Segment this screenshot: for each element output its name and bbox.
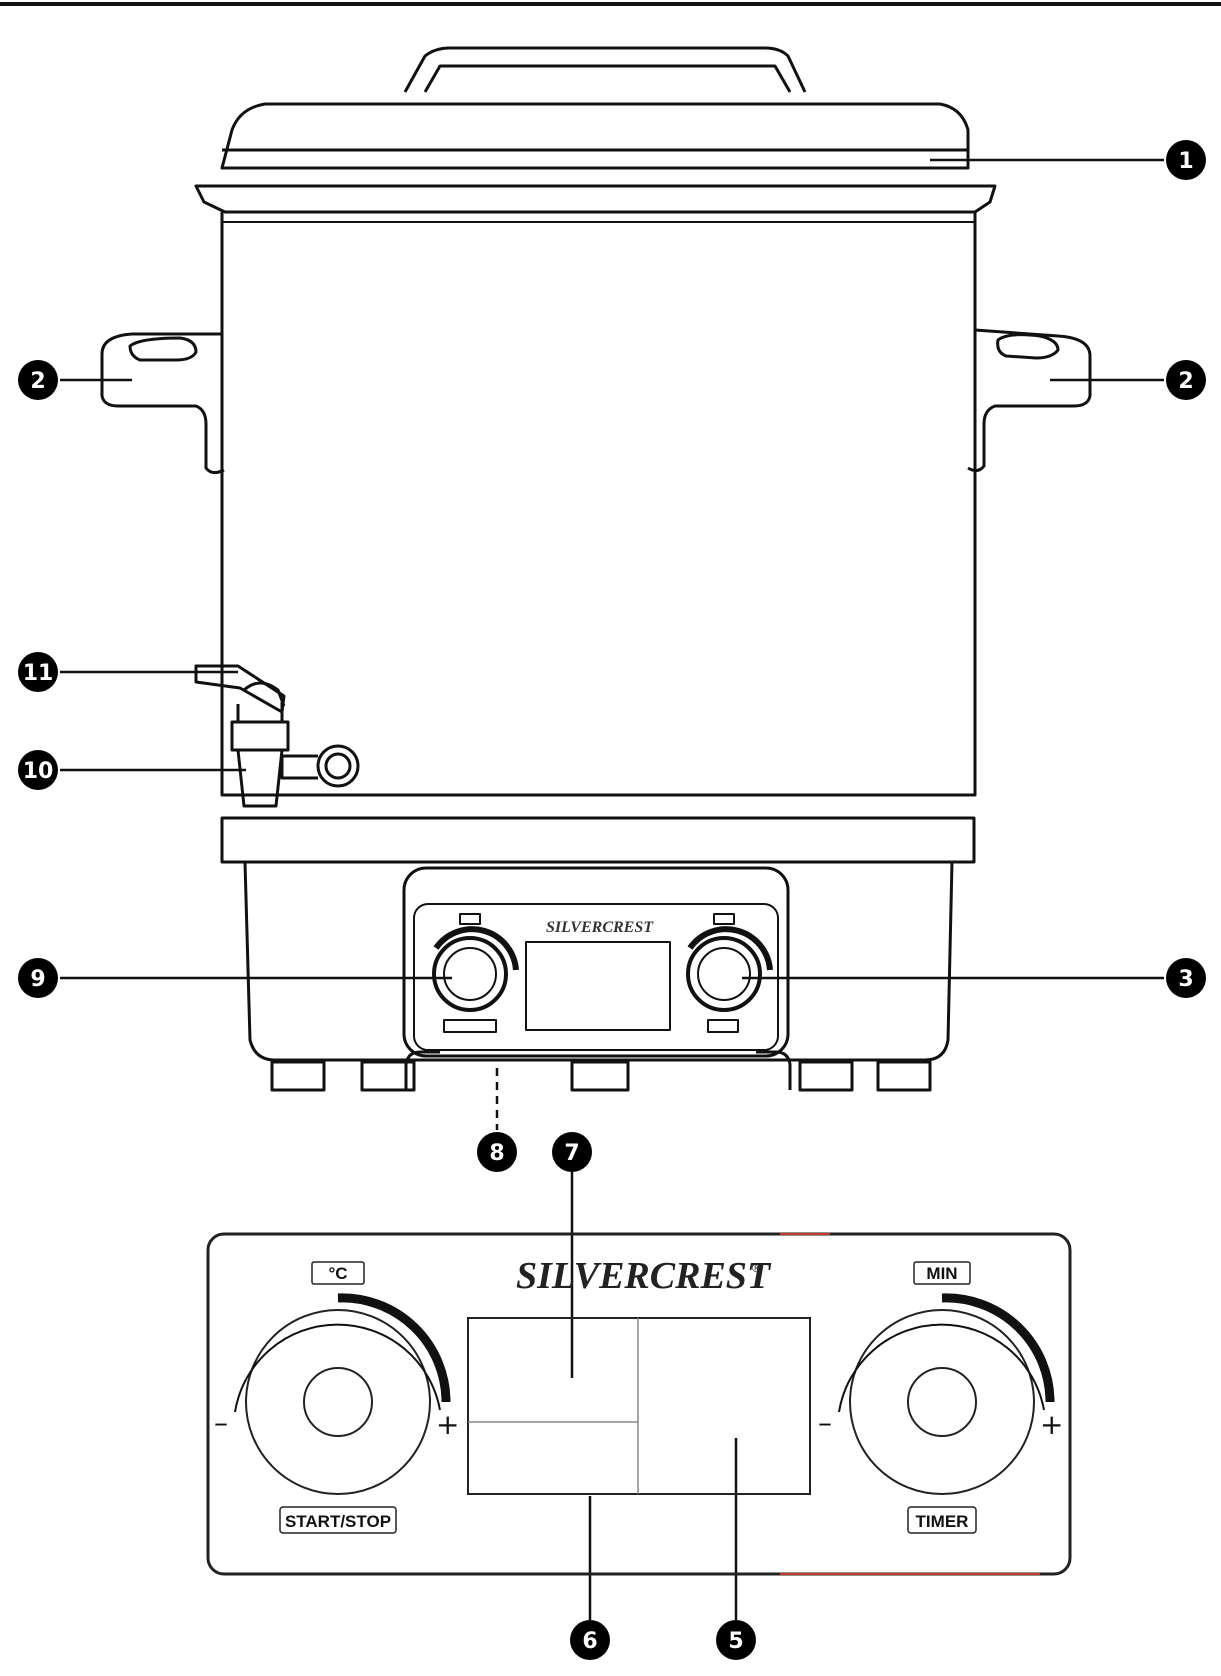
pot-band xyxy=(220,816,976,864)
handle-right xyxy=(967,328,1092,473)
svg-text:8: 8 xyxy=(489,1141,504,1166)
svg-text:5: 5 xyxy=(728,1629,743,1654)
tap xyxy=(194,664,360,808)
svg-text:10: 10 xyxy=(23,759,54,784)
callout-10: 10 xyxy=(18,750,58,790)
timer-knob[interactable] xyxy=(838,1293,1055,1495)
lid-handle xyxy=(403,46,807,93)
svg-text:11: 11 xyxy=(23,661,54,686)
tap-lever xyxy=(194,664,286,714)
svg-text:2: 2 xyxy=(1178,369,1193,394)
temperature-knob[interactable] xyxy=(234,1293,451,1495)
callout-8: 8 xyxy=(477,1132,517,1172)
callout-2-right: 2 xyxy=(1166,360,1206,400)
callout-7: 7 xyxy=(552,1132,592,1172)
base-control-panel xyxy=(402,866,790,1058)
temperature-plus: + xyxy=(436,1408,459,1441)
callout-6: 6 xyxy=(570,1620,610,1660)
callout-9: 9 xyxy=(18,958,58,998)
callout-lines xyxy=(60,158,1164,1620)
timer-arc-indicator xyxy=(838,1323,1045,1413)
panel-frame xyxy=(206,1232,1072,1576)
svg-text:1: 1 xyxy=(1178,149,1193,174)
start-stop-label: START/STOP xyxy=(285,1512,391,1531)
callout-11: 11 xyxy=(18,652,58,692)
timer-button-label: TIMER xyxy=(916,1512,969,1531)
start-stop-button[interactable] xyxy=(279,1506,397,1534)
handle-left xyxy=(100,332,225,475)
callout-3: 3 xyxy=(1166,958,1206,998)
timer-minus: – xyxy=(818,1406,832,1439)
timer-unit-label: MIN xyxy=(926,1264,957,1283)
timer-button[interactable] xyxy=(907,1506,977,1534)
timer-plus: + xyxy=(1040,1408,1063,1441)
callout-2-left: 2 xyxy=(18,360,58,400)
pot-rim xyxy=(194,184,997,214)
callout-5: 5 xyxy=(716,1620,756,1660)
display-window xyxy=(467,1317,811,1495)
pot-body xyxy=(220,212,977,797)
temperature-arc-indicator xyxy=(234,1323,441,1413)
control-panel-detail: SILVERCREST ® – + °C START/STOP – + xyxy=(206,1232,1072,1576)
brand-registered-mark: ® xyxy=(752,1261,761,1275)
svg-text:2: 2 xyxy=(30,369,45,394)
pot-base xyxy=(243,861,954,1062)
lid xyxy=(220,102,970,170)
svg-text:9: 9 xyxy=(30,967,45,992)
pot-illustration xyxy=(100,46,1092,1092)
temperature-minus: – xyxy=(214,1406,228,1439)
svg-text:7: 7 xyxy=(564,1141,579,1166)
svg-text:3: 3 xyxy=(1178,967,1193,992)
svg-text:6: 6 xyxy=(582,1629,597,1654)
temperature-unit-label: °C xyxy=(328,1264,347,1283)
panel-brand-logo: SILVERCREST xyxy=(516,1255,772,1297)
callout-badges: 1 2 2 11 10 9 3 8 xyxy=(18,140,1206,1660)
callout-1: 1 xyxy=(1166,140,1206,180)
base-panel-logo: SILVERCREST xyxy=(546,919,654,936)
